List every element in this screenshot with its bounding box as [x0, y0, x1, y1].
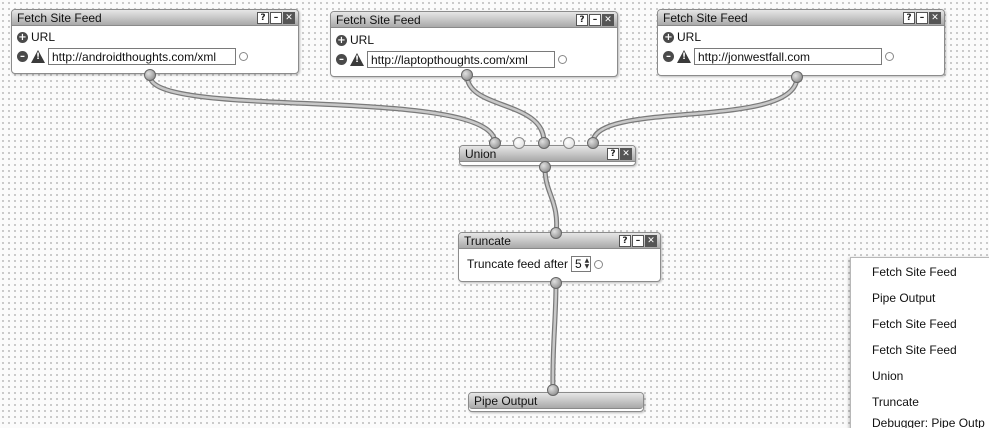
- module-header[interactable]: Fetch Site Feed ? – ✕: [12, 10, 298, 26]
- fetch-site-feed-module-2[interactable]: Fetch Site Feed ? – ✕ + URL –: [330, 11, 618, 77]
- help-icon[interactable]: ?: [576, 14, 588, 26]
- menu-item-fetch-site-feed-3[interactable]: Fetch Site Feed: [872, 343, 957, 357]
- module-title: Pipe Output: [474, 394, 538, 408]
- input-terminal-1[interactable]: [489, 137, 501, 149]
- warning-icon: [31, 50, 45, 63]
- input-terminal-icon[interactable]: [239, 52, 248, 61]
- fetch-site-feed-module-3[interactable]: Fetch Site Feed ? – ✕ + URL –: [657, 9, 945, 76]
- warning-icon: [677, 50, 691, 63]
- module-header[interactable]: Truncate ? – ✕: [459, 233, 660, 249]
- minimize-icon[interactable]: –: [589, 14, 601, 26]
- input-terminal-3[interactable]: [538, 137, 550, 149]
- wire-truncate-output: [550, 280, 559, 393]
- output-terminal[interactable]: [550, 277, 562, 289]
- output-terminal[interactable]: [461, 69, 473, 81]
- remove-icon[interactable]: –: [336, 54, 347, 65]
- help-icon[interactable]: ?: [903, 12, 915, 24]
- url-input[interactable]: [694, 48, 882, 65]
- module-title: Union: [465, 147, 497, 161]
- wire-fetch1-union: [147, 73, 498, 145]
- close-icon[interactable]: ✕: [283, 12, 295, 24]
- close-icon[interactable]: ✕: [602, 14, 614, 26]
- menu-item-pipe-output[interactable]: Pipe Output: [872, 291, 936, 305]
- input-terminal-2[interactable]: [513, 137, 525, 149]
- output-terminal[interactable]: [791, 71, 803, 83]
- module-header[interactable]: Union ? ✕: [460, 146, 635, 162]
- input-terminal-icon[interactable]: [558, 55, 567, 64]
- add-icon[interactable]: +: [336, 34, 347, 46]
- wire-fetch2-union: [464, 72, 547, 145]
- menu-item-union[interactable]: Union: [872, 369, 904, 383]
- url-input[interactable]: [48, 48, 236, 65]
- wire-fetch3-union: [590, 74, 800, 145]
- menu-item-truncate[interactable]: Truncate: [872, 395, 919, 409]
- module-header[interactable]: Fetch Site Feed ? – ✕: [331, 12, 617, 28]
- module-header[interactable]: Pipe Output: [469, 393, 643, 409]
- input-terminal[interactable]: [550, 227, 562, 239]
- close-icon[interactable]: ✕: [645, 235, 657, 247]
- input-terminal-4[interactable]: [563, 137, 575, 149]
- truncate-count-value: 5: [574, 257, 582, 271]
- remove-icon[interactable]: –: [17, 51, 28, 62]
- add-icon[interactable]: +: [663, 31, 674, 43]
- warning-icon: [350, 53, 364, 66]
- menu-item-fetch-site-feed-1[interactable]: Fetch Site Feed: [872, 265, 957, 279]
- url-label: URL: [677, 30, 702, 44]
- module-title: Fetch Site Feed: [663, 11, 748, 25]
- help-icon[interactable]: ?: [607, 148, 619, 160]
- minimize-icon[interactable]: –: [632, 235, 644, 247]
- module-list-panel: Fetch Site Feed Pipe Output Fetch Site F…: [850, 257, 989, 428]
- truncate-module[interactable]: Truncate ? – ✕ Truncate feed after 5 ▲ ▼: [458, 232, 661, 282]
- output-terminal[interactable]: [539, 161, 551, 173]
- module-title: Fetch Site Feed: [336, 13, 421, 27]
- module-header[interactable]: Fetch Site Feed ? – ✕: [658, 10, 944, 26]
- stepper-up-icon[interactable]: ▲: [584, 257, 590, 264]
- input-terminal-5[interactable]: [587, 137, 599, 149]
- url-label: URL: [350, 33, 375, 47]
- input-terminal-icon[interactable]: [594, 259, 604, 269]
- truncate-count-stepper[interactable]: 5 ▲ ▼: [570, 256, 592, 272]
- add-icon[interactable]: +: [17, 31, 28, 43]
- menu-item-debugger[interactable]: Debugger: Pipe Outp: [872, 416, 985, 428]
- stepper-down-icon[interactable]: ▼: [584, 263, 590, 270]
- module-title: Fetch Site Feed: [17, 11, 102, 25]
- input-terminal-icon[interactable]: [885, 52, 894, 61]
- output-terminal[interactable]: [144, 69, 156, 81]
- fetch-site-feed-module-1[interactable]: Fetch Site Feed ? – ✕ + URL –: [11, 9, 299, 74]
- remove-icon[interactable]: –: [663, 51, 674, 62]
- url-input[interactable]: [367, 51, 555, 68]
- menu-item-fetch-site-feed-2[interactable]: Fetch Site Feed: [872, 317, 957, 331]
- close-icon[interactable]: ✕: [929, 12, 941, 24]
- truncate-label: Truncate feed after: [467, 257, 568, 271]
- help-icon[interactable]: ?: [619, 235, 631, 247]
- minimize-icon[interactable]: –: [916, 12, 928, 24]
- input-terminal[interactable]: [547, 384, 559, 396]
- module-title: Truncate: [464, 234, 511, 248]
- help-icon[interactable]: ?: [257, 12, 269, 24]
- close-icon[interactable]: ✕: [620, 148, 632, 160]
- url-label: URL: [31, 30, 56, 44]
- minimize-icon[interactable]: –: [270, 12, 282, 24]
